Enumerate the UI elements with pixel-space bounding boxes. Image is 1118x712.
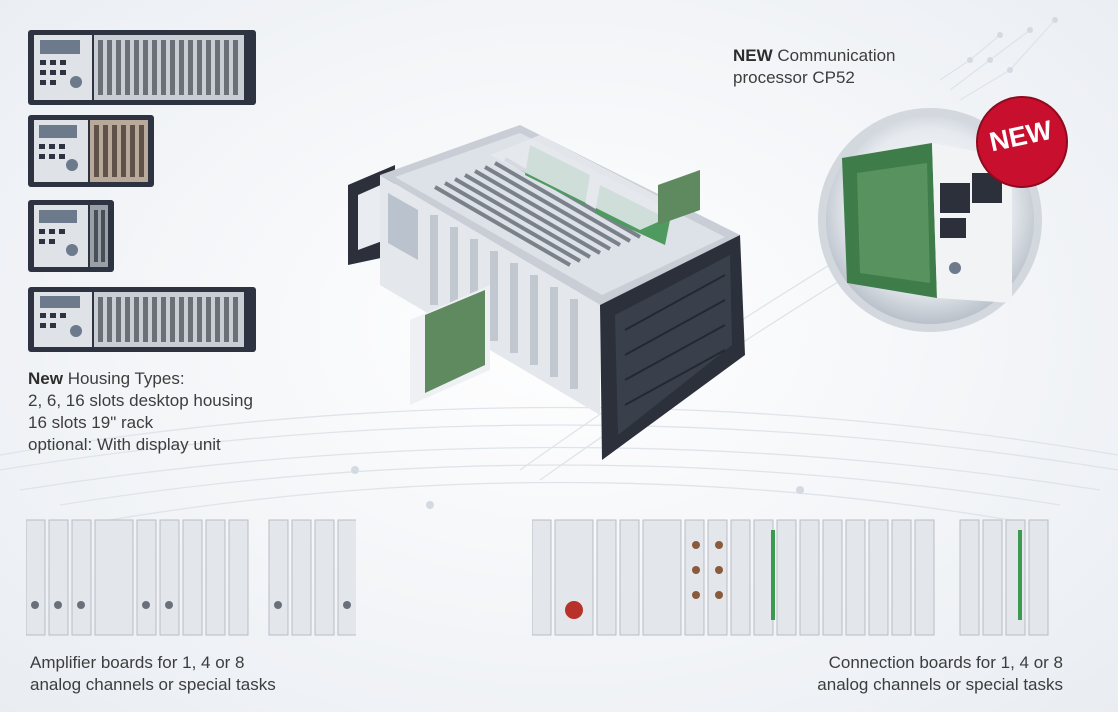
communication-model: processor CP52 bbox=[733, 68, 855, 87]
amplifier-line-1: Amplifier boards for 1, 4 or 8 bbox=[30, 653, 245, 672]
communication-title: Communication bbox=[772, 46, 896, 65]
housing-line-slots: 2, 6, 16 slots desktop housing bbox=[28, 391, 253, 410]
main-rack-illustration bbox=[348, 125, 745, 460]
housing-new-label: New bbox=[28, 369, 63, 388]
housing-6-slots-thumbnail bbox=[28, 115, 154, 187]
amplifier-line-2: analog channels or special tasks bbox=[30, 675, 276, 694]
housing-types-caption: New Housing Types: 2, 6, 16 slots deskto… bbox=[28, 368, 253, 456]
housing-line-rack: 16 slots 19" rack bbox=[28, 413, 154, 432]
connection-line-1: Connection boards for 1, 4 or 8 bbox=[828, 653, 1063, 672]
housing-2-slots-thumbnail bbox=[28, 200, 114, 272]
housing-16-slots-thumbnail bbox=[28, 30, 256, 105]
amplifier-boards-caption: Amplifier boards for 1, 4 or 8 analog ch… bbox=[30, 652, 276, 696]
communication-new-label: NEW bbox=[733, 46, 773, 65]
new-badge: NEW bbox=[976, 96, 1068, 188]
connection-line-2: analog channels or special tasks bbox=[817, 675, 1063, 694]
connection-boards-caption: Connection boards for 1, 4 or 8 analog c… bbox=[740, 652, 1063, 696]
connection-boards-image bbox=[532, 519, 1049, 636]
housing-19-inch-rack-thumbnail bbox=[28, 287, 256, 352]
housing-title: Housing Types: bbox=[62, 369, 185, 388]
communication-caption: NEW Communication processor CP52 bbox=[733, 45, 896, 89]
housing-line-display: optional: With display unit bbox=[28, 435, 221, 454]
amplifier-boards-image bbox=[26, 519, 356, 636]
